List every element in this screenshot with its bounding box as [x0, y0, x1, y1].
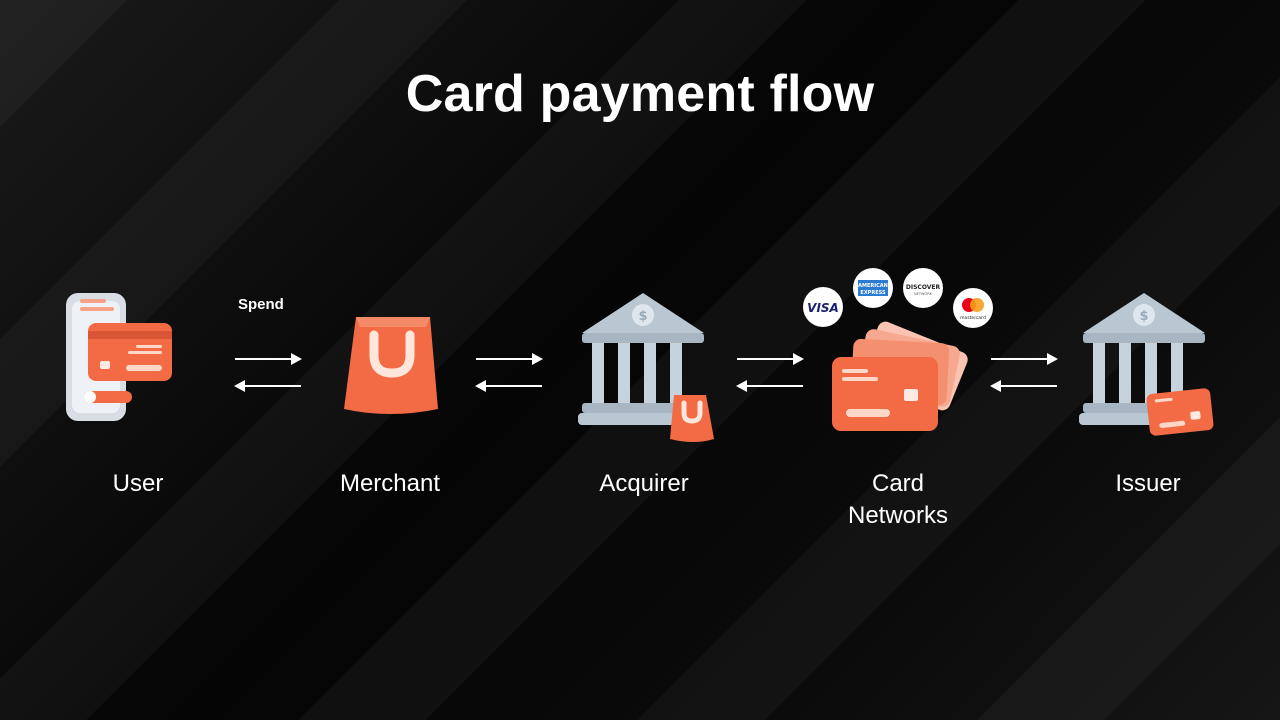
spend-edge-label: Spend	[238, 296, 284, 313]
merchant-acquirer-arrows	[475, 353, 543, 392]
merchant-node	[300, 285, 480, 425]
diagram-title: Card payment flow	[405, 65, 875, 123]
acquirer-node: $	[554, 285, 734, 445]
card-networks-label-line-1: Card	[871, 470, 925, 497]
issuer-label: Issuer	[1115, 470, 1181, 497]
acquirer-label: Acquirer	[599, 470, 689, 497]
networks-issuer-arrows	[990, 353, 1058, 392]
mastercard-logo: mastercard	[953, 288, 993, 328]
user-merchant-arrows	[234, 353, 302, 392]
visa-logo-text: VISA	[807, 301, 839, 315]
visa-logo: VISA	[803, 287, 843, 327]
discover-logo-subtext: NETWORK	[914, 292, 933, 296]
user-node	[48, 285, 228, 425]
merchant-label: Merchant	[339, 470, 441, 497]
card-networks-node	[808, 285, 988, 445]
mastercard-logo-text: mastercard	[960, 315, 986, 321]
bank-with-card-icon: $	[1079, 293, 1214, 436]
svg-text:$: $	[638, 309, 647, 324]
card-stack-icon	[832, 321, 968, 431]
shopping-bag-icon	[344, 317, 438, 414]
phone-card-icon	[66, 293, 172, 421]
bank-with-bag-icon: $	[578, 293, 714, 442]
svg-text:$: $	[1139, 309, 1148, 324]
acquirer-networks-arrows	[736, 353, 804, 392]
amex-logo: AMERICAN EXPRESS	[853, 268, 893, 308]
issuer-node: $	[1058, 285, 1238, 445]
discover-logo: DISCOVER NETWORK	[903, 268, 943, 308]
card-networks-label-line-2: Networks	[847, 502, 949, 529]
discover-logo-text: DISCOVER	[906, 284, 941, 291]
amex-logo-text-1: AMERICAN	[858, 283, 888, 289]
card-networks-label: Card Networks	[808, 468, 988, 532]
user-label: User	[112, 470, 164, 497]
amex-logo-text-2: EXPRESS	[860, 290, 886, 296]
